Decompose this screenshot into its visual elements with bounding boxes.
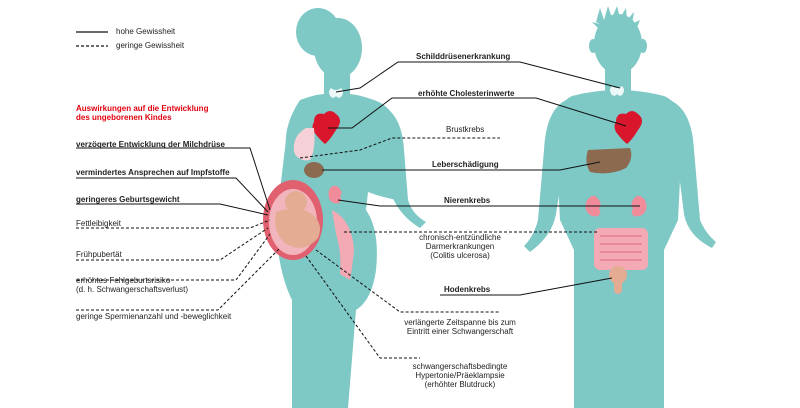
label-vaccine: vermindertes Ansprechen auf Impfstoffe [76, 168, 230, 177]
female-thyroid-icon [329, 88, 343, 98]
label-colitis-2: Darmerkrankungen [425, 242, 495, 251]
fetus-icon [275, 191, 320, 248]
label-miscarriage-2: (d. h. Schwangerschaftsverlust) [76, 285, 189, 294]
line-vaccine [76, 177, 269, 213]
line-milk-gland [76, 147, 271, 211]
label-cholesterol: erhöhte Cholesterinwerte [418, 89, 515, 98]
male-organs [585, 86, 648, 294]
breast-icon [293, 128, 315, 161]
testes-icon [609, 266, 627, 294]
line-testicular [440, 277, 613, 296]
female-kidney-icon [328, 185, 342, 204]
line-miscarriage [76, 233, 271, 281]
label-breast-cancer: Brustkrebs [446, 125, 485, 134]
line-hypertension [305, 255, 420, 359]
male-thyroid-icon [610, 86, 624, 96]
label-milk-gland: verzögerte Entwicklung der Milchdrüse [76, 140, 225, 149]
female-heart-icon [312, 111, 340, 144]
label-sperm: geringe Spermienanzahl und -beweglichkei… [76, 312, 232, 321]
legend-high-label: hohe Gewissheit [116, 27, 176, 36]
section-title-line1: Auswirkungen auf die Entwicklung [76, 104, 209, 113]
line-obesity [76, 219, 271, 229]
legend-low-label: geringe Gewissheit [116, 41, 185, 50]
male-liver-icon [586, 148, 632, 174]
line-sperm [76, 247, 281, 311]
label-colitis-3: (Colitis ulcerosa) [430, 251, 490, 260]
label-conception-1: verlängerte Zeitspanne bis zum [404, 318, 516, 327]
connector-lines [76, 61, 640, 359]
female-intestine-icon [332, 210, 354, 280]
label-miscarriage-1: erhöhtes Fehlgeburtsrisiko [76, 276, 171, 285]
label-hypertension-2: Hypertonie/Präeklampsie [415, 371, 505, 380]
male-figure [524, 6, 716, 408]
label-liver: Leberschädigung [432, 160, 499, 169]
line-breast-cancer [299, 137, 500, 159]
label-obesity: Fettleibigkeit [76, 219, 121, 228]
label-testicular: Hodenkrebs [444, 285, 491, 294]
line-birth-weight [76, 203, 269, 216]
label-thyroid: Schilddrüsenerkrankung [416, 52, 511, 61]
label-hypertension-1: schwangerschaftsbedingte [412, 362, 508, 371]
male-intestine-icon [594, 228, 648, 270]
label-birth-weight: geringeres Geburtsgewicht [76, 195, 180, 204]
male-heart-icon [614, 111, 642, 144]
line-liver [322, 161, 601, 171]
section-title-line2: des ungeborenen Kindes [76, 113, 172, 122]
line-puberty [76, 227, 269, 261]
label-kidney: Nierenkrebs [444, 196, 491, 205]
label-colitis-1: chronisch-entzündliche [419, 233, 501, 242]
label-conception-2: Eintritt einer Schwangerschaft [406, 327, 514, 336]
female-organs [263, 88, 354, 280]
label-hypertension-3: (erhöhter Blutdruck) [424, 380, 496, 389]
line-kidney [337, 199, 640, 207]
line-thyroid [335, 61, 621, 93]
line-cholesterol [328, 97, 627, 129]
female-liver-icon [304, 162, 324, 178]
label-puberty: Frühpubertät [76, 250, 122, 259]
line-conception [315, 249, 500, 313]
